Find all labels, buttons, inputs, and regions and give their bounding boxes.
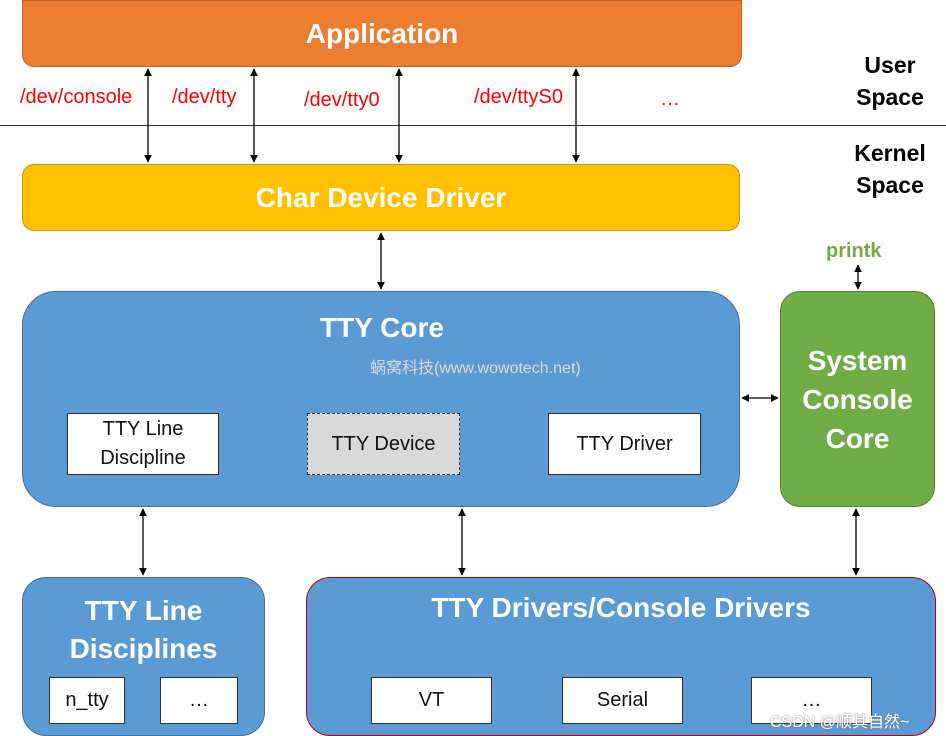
dev-console-label: /dev/console [20, 86, 133, 108]
vt-label: VT [418, 689, 445, 711]
tty-line-disciplines-line-1: TTY Line [84, 595, 203, 626]
console-core-line-1: System [807, 344, 908, 376]
tty-line-disciplines-line-2: Disciplines [69, 633, 218, 664]
dev-tty-label: /dev/tty [172, 86, 237, 108]
user-space-line-2: Space [856, 84, 924, 110]
system-console-core-block: System Console Core [780, 291, 935, 507]
printk-label: printk [826, 240, 882, 262]
tty-drivers-title: TTY Drivers/Console Drivers [431, 592, 811, 623]
tty-device-box: TTY Device [307, 413, 460, 475]
tty-core-block: TTY Core 蜗窝科技(www.wowotech.net) TTY Line… [22, 291, 740, 507]
char-device-driver-label: Char Device Driver [255, 181, 507, 213]
line-discipline-more-label: … [189, 689, 209, 711]
console-core-line-3: Core [825, 422, 890, 454]
tty-line-disciplines-title: TTY Line Disciplines [23, 592, 264, 668]
csdn-watermark: CSDN @顺其自然~ [770, 714, 910, 731]
watermark-text: 蜗窝科技(www.wowotech.net) [370, 360, 581, 377]
console-core-line-2: Console [802, 383, 913, 415]
tty-line-discipline-line-2: Discipline [100, 447, 186, 469]
vt-box: VT [371, 677, 492, 724]
kernel-space-label: Kernel Space [840, 137, 940, 201]
dev-more-label: … [660, 88, 680, 110]
dev-tty0-label: /dev/tty0 [304, 89, 380, 111]
tty-line-discipline-line-1: TTY Line [102, 418, 184, 440]
application-block: Application [22, 0, 742, 67]
tty-driver-box: TTY Driver [548, 413, 701, 475]
space-divider [0, 125, 946, 126]
driver-more-label: … [801, 689, 822, 711]
tty-line-disciplines-block: TTY Line Disciplines n_tty … [22, 577, 265, 736]
char-device-driver-block: Char Device Driver [22, 164, 740, 231]
dev-ttys0-label: /dev/ttyS0 [474, 86, 563, 108]
tty-driver-label: TTY Driver [576, 432, 673, 455]
n-tty-label: n_tty [65, 689, 109, 711]
n-tty-box: n_tty [49, 677, 125, 724]
serial-box: Serial [562, 677, 683, 724]
tty-drivers-block: TTY Drivers/Console Drivers VT Serial … [306, 577, 936, 736]
serial-label: Serial [596, 689, 649, 711]
user-space-line-1: User [864, 52, 916, 78]
tty-device-label: TTY Device [331, 432, 436, 455]
kernel-space-line-2: Space [856, 172, 924, 198]
kernel-space-line-1: Kernel [854, 140, 926, 166]
tty-core-title: TTY Core [320, 312, 444, 343]
line-discipline-more-box: … [160, 677, 238, 724]
tty-line-discipline-box: TTY Line Discipline [67, 413, 219, 475]
application-label: Application [305, 17, 459, 49]
driver-more-box: … [751, 677, 872, 724]
user-space-label: User Space [840, 49, 940, 113]
